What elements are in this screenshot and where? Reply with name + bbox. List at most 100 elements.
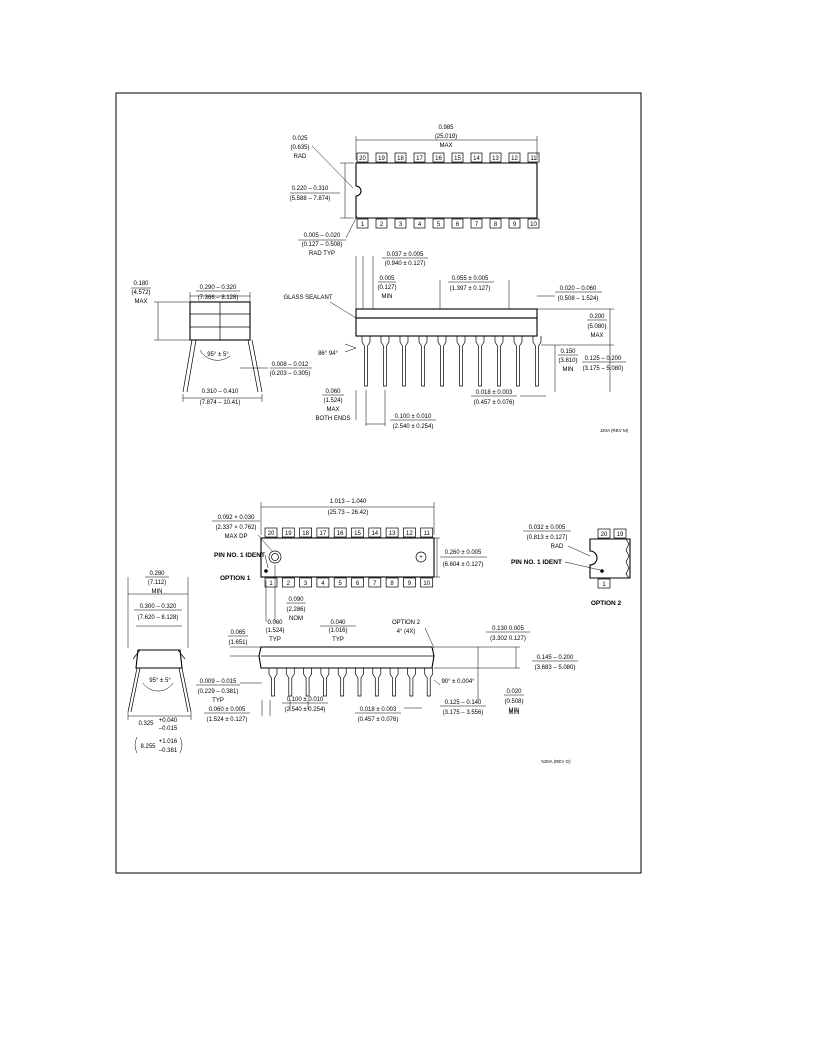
n20a-end-view: 0.280 (7.112) MIN 0.300 – 0.320 (7.620 –… [127,571,192,754]
dim-0008: 0.008 – 0.012 [272,362,309,368]
dim-n0125-tag: MIN [509,710,520,716]
lead [407,668,416,697]
opt2-pin-19: 19 [617,532,624,538]
dim-0180-mm: (4.572) [131,290,150,296]
lead [494,336,504,387]
opt2-pin1-dot [600,569,604,573]
pin-box [489,152,502,163]
pin-number: 19 [378,156,385,162]
dim-0060-mm: (1.524) [323,398,342,404]
pin-number: 17 [320,531,327,537]
pin-box [281,527,295,538]
pin-box [368,527,382,538]
pin-box [299,527,312,538]
pin-number: 3 [304,581,308,587]
opt2-pin1-ident: PIN NO. 1 IDENT [511,559,562,566]
dim-1013: 1.013 – 1.040 [330,499,367,505]
pin-box [432,152,445,163]
dim-0985-tag: MAX [439,143,452,149]
lead [456,336,466,387]
opt2-label: OPTION 2 [591,600,622,607]
dim-n0009-tag: TYP [212,698,224,704]
n-side-option2: OPTION 2 [392,620,421,626]
pin-number: 5 [339,581,343,587]
pin1-ident-dot [264,569,268,573]
lead [437,336,447,387]
pin-number: 16 [337,531,344,537]
dim-n0325-tol-plus: +0.040 [159,718,178,724]
dim-0125-0200-mm: (3.175 – 5.080) [583,366,624,372]
pin-box [316,527,330,538]
opt2-rad-mm: (0.813 ± 0.127) [527,535,568,541]
dim-0005-0020: 0.005 – 0.020 [304,233,341,239]
pin-number: 18 [397,156,404,162]
dim-n0060-tag: TYP [269,637,281,643]
dim-0060-tag1: MAX [326,407,339,413]
pin-box [356,152,369,163]
pin-box [470,152,483,163]
dim-n0020-tag: MIN [509,708,520,714]
dim-0150-tag: MIN [563,367,574,373]
dim-0092-mm: (2.337 × 0.762) [216,525,257,531]
dim-0025-mm: (0.635) [290,145,309,151]
dim-0037: 0.037 ± 0.005 [387,252,424,258]
dim-n0018-mm: (0.457 ± 0.076) [358,717,399,723]
lead [268,668,278,697]
dim-0310-mm: (7.874 – 10.41) [200,400,241,406]
pin-number: 14 [473,156,480,162]
end-angle-95: 95° ± 5° [207,352,229,358]
dim-n0100: 0.100 ± 0.010 [287,697,324,703]
dim-n0325: 0.325 [138,721,154,727]
dim-0090: 0.090 [288,597,304,603]
pin-box [333,527,347,538]
dim-0008-mm: (0.203 – 0.305) [270,371,311,377]
pin-number: 4 [418,222,422,228]
pin-number: 14 [371,531,378,537]
dim-0005: 0.005 [379,276,395,282]
pin-number: 3 [399,222,403,228]
pin1-dimple-circle [268,550,282,564]
dim-0025-tag: RAD [294,154,307,160]
pin-box [375,218,388,229]
dim-n0300-mm: (7.620 – 8.128) [138,615,179,621]
dim-0985-mm: (25.019) [435,134,457,140]
pin-box [385,577,399,588]
n-end-angle-95: 95° ± 5° [149,678,171,684]
dim-n0020-mm: (0.508) [504,699,523,705]
dim-n0280: 0.280 [149,571,165,577]
dim-0180-tag: MAX [134,299,147,305]
dim-0018: 0.018 ± 0.003 [476,390,513,396]
dim-n0020: 0.020 [506,689,522,695]
pin-box [413,152,426,163]
dim-0092-tag: MAX DP [224,534,247,540]
lead [475,336,485,387]
pin-box [451,218,464,229]
n-side-angle4: 4° (4X) [397,629,416,635]
pin-number: 19 [285,531,292,537]
dim-n0325-mm: 8.255 [140,744,156,750]
pin-box [527,152,540,163]
pin-box [281,577,295,588]
dim-0020-0060-mm: (0.508 – 1.524) [558,296,599,302]
dim-n0009-mm: (0.229 – 0.381) [198,689,239,695]
pin-box [351,577,364,588]
lead [320,668,330,697]
pin-number: 1 [361,222,365,228]
pin-box [508,152,521,163]
opt2-rad: 0.032 ± 0.005 [529,525,566,531]
dim-n0065-mm: (1.651) [228,640,247,646]
j20a-end-view: 0.290 – 0.320 (7.366 – 8.128) 0.180 (4.5… [131,281,312,406]
dim-0025: 0.025 [292,136,308,142]
pin-number: 12 [406,531,413,537]
dim-0005-mm: (0.127) [377,285,396,291]
dim-0018-mm: (0.457 ± 0.076) [474,400,515,406]
pin-box [356,218,369,229]
dim-0150-mm: (3.810) [558,358,577,364]
dim-0100-mm: (2.540 ± 0.254) [393,424,434,430]
pin-box [489,218,502,229]
lead [303,668,312,697]
dim-n0130: 0.130 0.005 [492,626,524,632]
dim-0125-0200: 0.125 – 0.200 [585,356,622,362]
pin-number: 7 [475,222,479,228]
